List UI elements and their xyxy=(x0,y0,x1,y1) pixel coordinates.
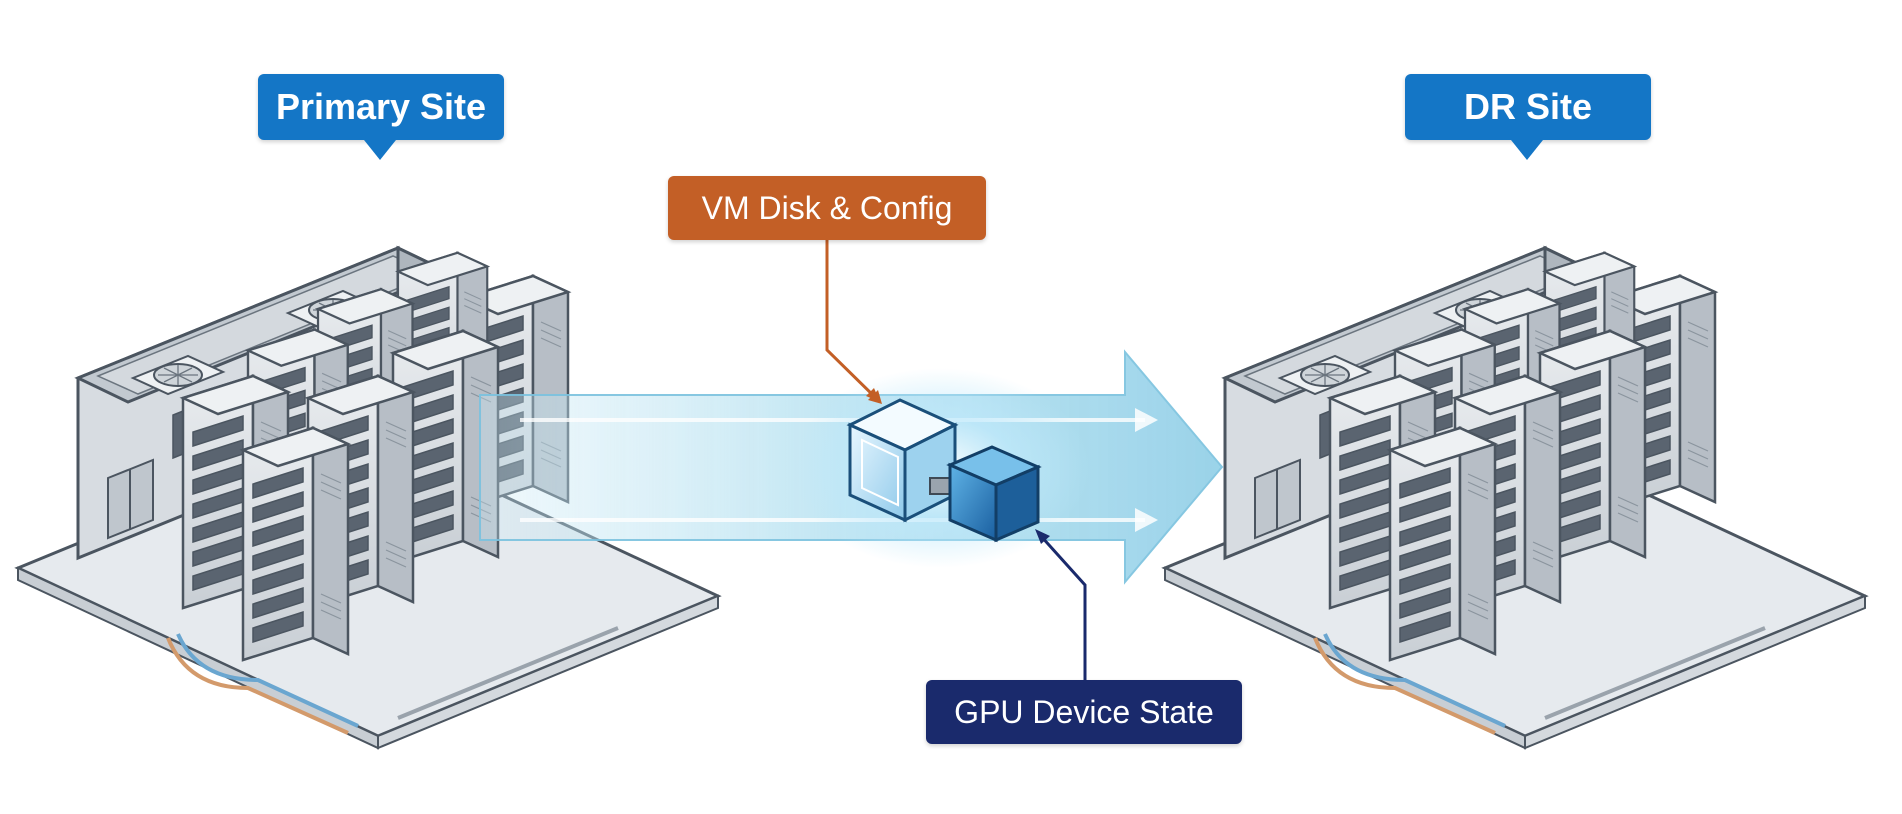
primary-site-label: Primary Site xyxy=(258,74,504,140)
dr-site-text: DR Site xyxy=(1463,86,1593,127)
gpu-state-connector xyxy=(1035,529,1087,680)
primary-site-text: Primary Site xyxy=(275,86,487,127)
vm-disk-connector xyxy=(825,240,882,404)
gpu-device-state-text: GPU Device State xyxy=(954,693,1214,730)
vm-cube-icon xyxy=(846,398,959,523)
gpu-cube-icon xyxy=(946,445,1042,543)
dr-datacenter xyxy=(1165,248,1865,748)
vm-disk-config-text: VM Disk & Config xyxy=(701,189,953,226)
dr-site-label-tail xyxy=(1511,140,1543,160)
vm-disk-config-label: VM Disk & Config xyxy=(668,176,986,240)
dr-site-label: DR Site xyxy=(1405,74,1651,140)
primary-site-label-tail xyxy=(364,140,396,160)
gpu-device-state-label: GPU Device State xyxy=(926,680,1242,744)
